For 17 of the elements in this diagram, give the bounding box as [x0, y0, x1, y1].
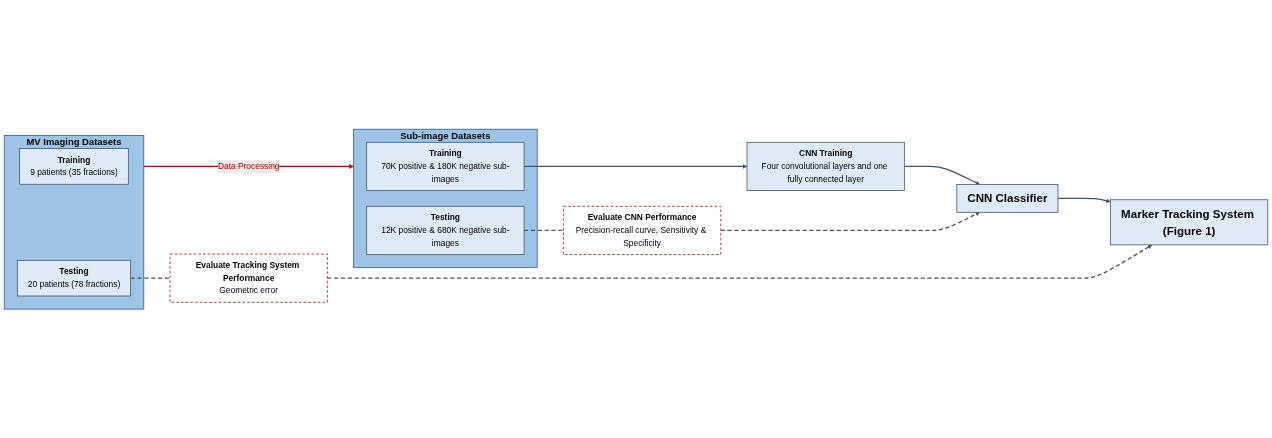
connector: [130, 277, 171, 279]
arrow: [903, 165, 980, 185]
arrow: [1057, 197, 1111, 203]
node-box: Training 9 patients (35 fractions): [19, 148, 129, 185]
node-box: CNN Training Four convolutional layers and one fully connected layer: [746, 141, 905, 191]
arrow: [523, 163, 748, 169]
connector: [523, 229, 565, 231]
edge-label: Data Processing: [217, 161, 280, 171]
arrow: [720, 211, 980, 231]
node-box: Evaluate Tracking System Performance Geometric error: [169, 253, 328, 303]
arrow: [326, 244, 1153, 279]
node-box: CNN Classifier: [956, 184, 1059, 213]
node-box: Testing 20 patients (78 fractions): [16, 259, 132, 297]
node-box: Training 70K positive & 180K negative sub-images: [366, 141, 525, 191]
node-box: Testing 12K positive & 680K negative sub-images: [366, 205, 525, 255]
node-box: Marker Tracking System (Figure 1): [1110, 199, 1269, 246]
node-box: Evaluate CNN Performance Precision-recall curve, Sensitivity & Specificity: [563, 205, 722, 255]
